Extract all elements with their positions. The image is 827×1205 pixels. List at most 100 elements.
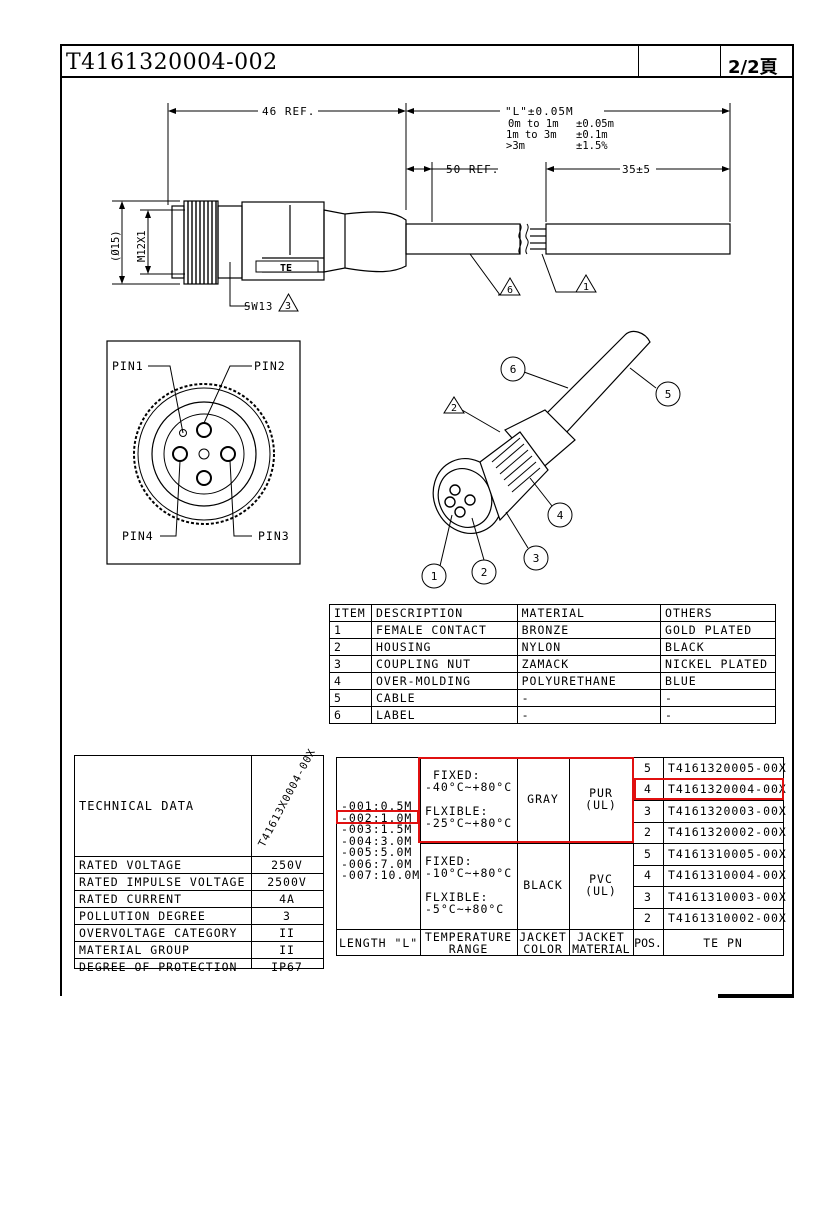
pn-cell: T4161310005-00X [668,847,787,861]
group-b-fixed-range: -10°C~+80°C [425,866,513,880]
bom-others: BLACK [660,638,776,656]
iso-callout-4: 4 [557,509,564,522]
bom-item: 2 [329,638,372,656]
group-b-fixed-label: FIXED: [425,854,473,868]
iso-callout-3: 3 [533,552,540,565]
tech-value: 2500V [267,875,307,889]
footer-temp-2: RANGE [448,942,489,956]
iso-triangle-callout: 2 [451,403,457,414]
tech-rows: RATED VOLTAGE 250V RATED IMPULSE VOLTAGE 2… [75,856,323,975]
vt-row-line [633,822,783,823]
pn-cell: T4161310002-00X [668,911,787,925]
tol-range-1: 0m to 1m [508,118,559,130]
group-a-flex-range: -25°C~+80°C [425,816,513,830]
bom-header-material: MATERIAL [516,604,662,622]
vt-col-line [663,758,664,955]
length-option: -006:7.0M [341,856,413,871]
footer-jacket-color-2: COLOR [523,942,563,956]
footer-jacket-material-1: JACKET [577,930,625,944]
dim-50-ref: 50 REF. [446,163,499,176]
tech-part-number: T41613X0004-00X [256,746,319,850]
tech-value: IP67 [271,960,303,974]
bom-item: 6 [329,706,372,724]
pos-cell: 2 [644,911,652,925]
bom-others: - [660,706,776,724]
tech-divider [251,756,252,968]
pn-cell: T4161320004-00X [668,782,787,796]
isometric-view: 1 2 3 4 5 6 2 [421,330,681,589]
title-divider-1 [638,46,639,76]
vt-group-line [420,843,783,844]
pin2-label: PIN2 [254,359,286,373]
vt-row-line [633,886,783,887]
group-b-flex-range: -5°C~+80°C [425,902,505,916]
tech-title: TECHNICAL DATA [79,799,195,813]
bom-item: 5 [329,689,372,707]
bom-header-row: ITEM DESCRIPTION MATERIAL OTHERS [329,604,776,622]
group-a-fixed-range: -40°C~+80°C [425,780,513,794]
bom-header-others: OTHERS [660,604,776,622]
vt-footer-line [337,929,783,930]
pin1-label: PIN1 [112,359,144,373]
highlight-selected-group [418,757,634,843]
pin-layout-view: PIN1 PIN2 PIN3 PIN4 [106,340,301,565]
group-a-color: GRAY [527,792,559,806]
sheet-corner-mark [718,994,794,998]
iso-callout-2: 2 [481,566,488,579]
bom-others: BLUE [660,672,776,690]
variant-table: -001:0.5M -002:1.0M -003:1.5M -004:3.0M … [336,757,787,956]
length-option: -002:1.0M [341,810,413,825]
length-option: -004:3.0M [341,833,413,848]
tol-value-3: ±1.5% [576,140,608,152]
bom-material: NYLON [516,638,662,656]
group-a-flex-label: FLXIBLE: [425,804,489,818]
page-number: 2/2頁 [728,57,778,78]
dim-diameter: (Ø15) [110,230,122,262]
length-option: -001:0.5M [341,799,413,813]
technical-data-table: TECHNICAL DATA T41613X0004-00X RATED VOL… [74,747,324,973]
iso-callout-1: 1 [431,570,438,583]
title-divider-2 [720,46,721,76]
footer-te-pn: TE PN [703,936,743,950]
group-b-material: PVC [589,872,613,886]
tech-label: RATED CURRENT [79,892,183,906]
tech-label: RATED VOLTAGE [79,858,183,872]
tech-row: RATED IMPULSE VOLTAGE 2500V [75,873,323,890]
bom-material: - [516,689,662,707]
dim-strip: 35±5 [622,163,651,176]
highlight-selected-part [634,778,784,800]
tech-label: RATED IMPULSE VOLTAGE [79,875,246,889]
tol-range-2: 1m to 3m [506,129,557,141]
pos-cell: 3 [644,890,652,904]
pos-cell: 2 [644,825,652,839]
vt-col-line [420,758,421,955]
bom-others: GOLD PLATED [660,621,776,639]
bom-description: CABLE [370,689,518,707]
tech-row: RATED VOLTAGE 250V [75,856,323,873]
tol-value-2: ±0.1m [576,129,608,141]
tol-range-3: >3m [506,140,525,152]
tech-label: POLLUTION DEGREE [79,909,206,923]
pin3-label: PIN3 [258,529,290,543]
vt-row-line [633,865,783,866]
bom-material: POLYURETHANE [516,672,662,690]
iso-callout-5: 5 [665,388,672,401]
pos-cell: 5 [644,761,652,775]
tech-value: 250V [271,858,303,872]
length-option: -007:10.0M [341,868,421,882]
vt-col-line [569,758,570,955]
tol-value-1: ±0.05m [576,118,614,130]
vt-row-line [633,800,783,801]
bom-material: ZAMACK [516,655,662,673]
bom-material: BRONZE [516,621,662,639]
tech-label: MATERIAL GROUP [79,943,190,957]
document-number: T4161320004-002 [66,50,278,75]
footer-temp-1: TEMPERATURE [424,930,513,944]
callout-wrench-number: 3 [285,301,291,312]
